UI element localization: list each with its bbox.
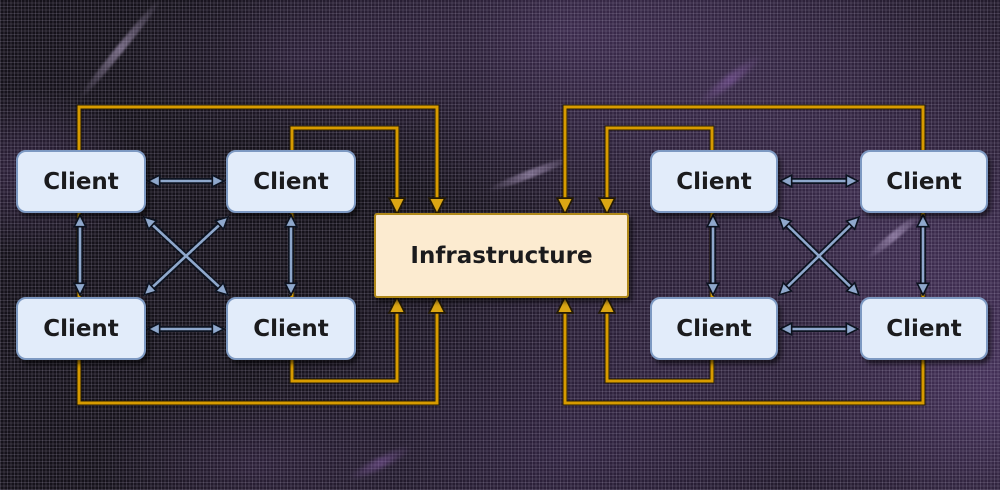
client-label: Client bbox=[886, 315, 962, 342]
client-label: Client bbox=[43, 315, 119, 342]
client-node-right-bottom-right[interactable]: Client bbox=[860, 297, 988, 360]
client-label: Client bbox=[253, 315, 329, 342]
client-label: Client bbox=[253, 168, 329, 195]
infrastructure-label: Infrastructure bbox=[410, 242, 593, 269]
client-label: Client bbox=[43, 168, 119, 195]
client-node-right-top-right[interactable]: Client bbox=[860, 150, 988, 213]
client-node-left-top-right[interactable]: Client bbox=[226, 150, 356, 213]
client-label: Client bbox=[886, 168, 962, 195]
mesh-link-left-diagonal-2 bbox=[144, 217, 228, 295]
client-label: Client bbox=[676, 315, 752, 342]
client-node-right-bottom-left[interactable]: Client bbox=[650, 297, 778, 360]
client-node-left-top-left[interactable]: Client bbox=[16, 150, 146, 213]
mesh-links bbox=[80, 181, 923, 329]
client-label: Client bbox=[676, 168, 752, 195]
client-node-left-bottom-right[interactable]: Client bbox=[226, 297, 356, 360]
infrastructure-node[interactable]: Infrastructure bbox=[374, 213, 629, 298]
client-node-left-bottom-left[interactable]: Client bbox=[16, 297, 146, 360]
mesh-link-right-diagonal-2 bbox=[779, 217, 859, 295]
client-node-right-top-left[interactable]: Client bbox=[650, 150, 778, 213]
